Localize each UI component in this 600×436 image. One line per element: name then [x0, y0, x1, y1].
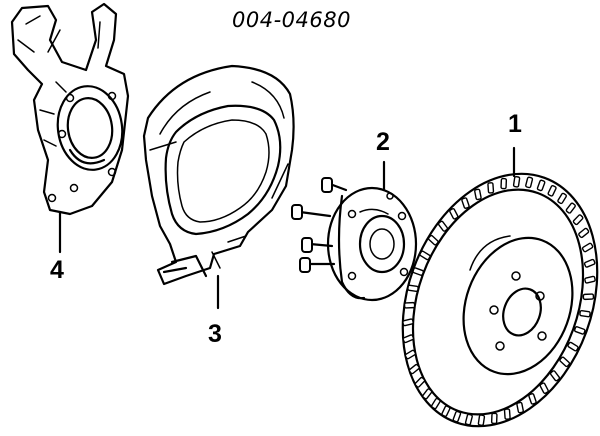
rotor-vent-slot: [404, 349, 417, 360]
dust-shield-drawing: [142, 64, 295, 310]
rotor-vent-slot: [583, 258, 596, 268]
diagram-code-label: 004-04680: [232, 8, 351, 32]
steering-knuckle-drawing: [10, 2, 130, 254]
rotor-vent-slot: [464, 413, 473, 426]
rotor-vent-slot: [419, 250, 431, 261]
callout-shield: 3: [208, 320, 222, 348]
rotor-vent-slot: [578, 227, 590, 239]
rotor-vent-slot: [402, 318, 414, 327]
rotor-vent-slot: [579, 309, 591, 318]
rotor-vent-slot: [414, 376, 426, 388]
rotor-vent-slot: [431, 397, 441, 410]
rotor-vent-slot: [584, 275, 596, 284]
rotor-vent-slot: [539, 382, 549, 394]
rotor-vent-slot: [525, 176, 534, 189]
rotor-vent-slot: [572, 214, 584, 226]
rotor-vent-slot: [573, 326, 586, 335]
rotor-vent-slot: [500, 177, 508, 190]
rotor-vent-slot: [581, 242, 594, 253]
wheel-hub-drawing: [291, 160, 418, 302]
rotor-vent-slot: [407, 284, 419, 293]
rotor-vent-slot: [490, 412, 498, 425]
brake-rotor-drawing: [401, 146, 599, 428]
rotor-vent-slot: [547, 185, 557, 197]
rotor-vent-slot: [477, 414, 486, 427]
rotor-vent-slot: [441, 405, 451, 417]
callout-knuckle: 4: [50, 256, 64, 284]
rotor-vent-slot: [408, 363, 420, 375]
rotor-vent-slot: [422, 388, 433, 400]
rotor-vent-slot: [503, 408, 511, 420]
rotor-vent-slot: [512, 175, 521, 188]
rotor-vent-slot: [582, 293, 595, 301]
rotor-vent-slot: [461, 197, 470, 209]
rotor-vent-slot: [565, 202, 576, 214]
rotor-vent-slot: [528, 393, 537, 405]
rotor-vent-slot: [449, 208, 459, 220]
rotor-vent-slot: [567, 341, 579, 352]
rotor-vent-slot: [536, 179, 546, 192]
rotor-vent-slot: [487, 182, 495, 194]
rotor-vent-slot: [452, 410, 462, 423]
rotor-vent-slot: [427, 234, 439, 246]
rotor-vent-slot: [437, 220, 449, 232]
rotor-vent-slot: [402, 334, 415, 344]
callout-hub: 2: [376, 128, 390, 156]
rotor-vent-slot: [516, 401, 524, 414]
rotor-vent-slot: [549, 370, 561, 382]
rotor-vent-slot: [557, 192, 567, 205]
rotor-vent-slot: [559, 356, 571, 368]
rotor-vent-slot: [403, 301, 416, 309]
rotor-vent-slot: [412, 267, 425, 276]
rotor-vent-slot: [474, 188, 482, 201]
callout-rotor: 1: [508, 110, 522, 138]
